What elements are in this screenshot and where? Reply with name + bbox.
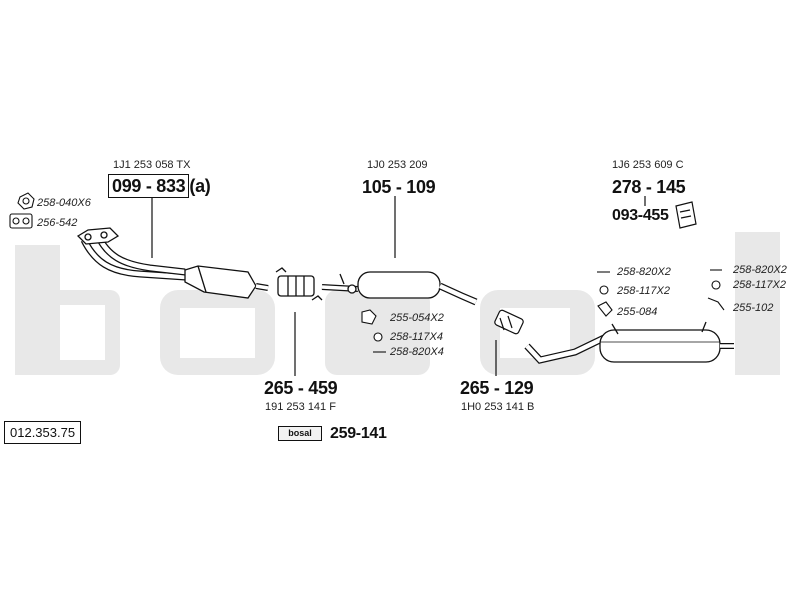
accessory-icons [9, 192, 725, 353]
heat-shield [675, 201, 697, 229]
acc-mid-ring[interactable]: 258-117X4 [390, 331, 444, 343]
acc-nut[interactable]: 258-040X6 [37, 197, 91, 209]
leader-lines [151, 196, 646, 376]
rear-box-oe: 1J6 253 609 C [612, 159, 684, 171]
acc-mid-clamp[interactable]: 255-054X2 [390, 312, 444, 324]
acc-rear-left-clamp[interactable]: 255-084 [617, 306, 658, 318]
mounting-kit-part[interactable]: 259-141 [330, 425, 387, 442]
flex-pipe-part[interactable]: 265 - 129 [460, 378, 534, 398]
mid-box-oe: 1J0 253 209 [367, 159, 428, 171]
front-pipe [76, 227, 186, 281]
front-pipe-suffix: (a) [189, 176, 211, 196]
catalyst-oe: 191 253 141 F [265, 401, 336, 413]
flex-pipe-clamp [275, 267, 323, 301]
acc-rear-right-ring[interactable]: 258-117X2 [733, 279, 787, 291]
front-pipe-oe: 1J1 253 058 TX [113, 159, 191, 171]
front-pipe-part[interactable]: 099 - 833 [108, 174, 190, 198]
mounting-kit-logo: bosal [288, 428, 312, 438]
heat-shield-part[interactable]: 093-455 [612, 207, 669, 224]
mid-box-part[interactable]: 105 - 109 [362, 177, 436, 197]
acc-mid-bolt[interactable]: 258-820X4 [390, 346, 444, 358]
catalyst [184, 265, 269, 299]
flex-pipe-265-129 [494, 309, 524, 335]
mid-box [321, 271, 478, 306]
rear-box [524, 321, 734, 364]
acc-rear-right-bolt[interactable]: 258-820X2 [733, 264, 787, 276]
acc-rear-left-ring[interactable]: 258-117X2 [617, 285, 671, 297]
mounting-kit-icon: bosal [278, 426, 322, 441]
acc-gasket[interactable]: 256-542 [37, 217, 78, 229]
acc-rear-left-bolt[interactable]: 258-820X2 [617, 266, 671, 278]
reference-number: 012.353.75 [4, 421, 82, 444]
catalyst-part[interactable]: 265 - 459 [264, 378, 338, 398]
front-pipe-part-number[interactable]: 099 - 833(a) [108, 174, 211, 198]
flex-pipe-oe: 1H0 253 141 B [461, 401, 535, 413]
acc-rear-right-hanger[interactable]: 255-102 [733, 302, 774, 314]
rear-box-part[interactable]: 278 - 145 [612, 177, 686, 197]
